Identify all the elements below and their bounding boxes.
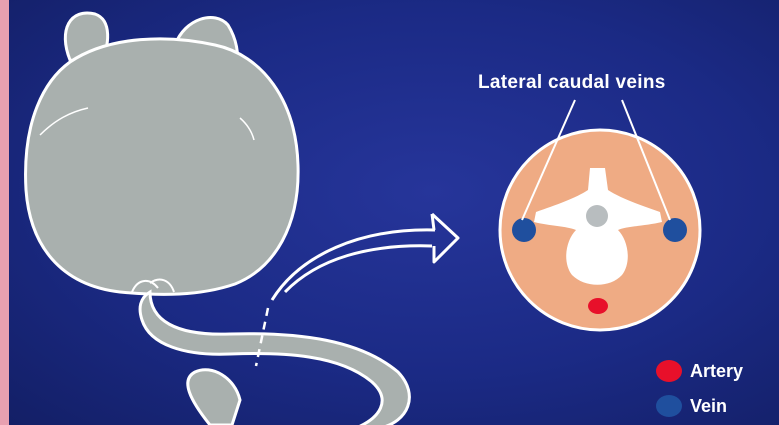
legend-label-vein: Vein [690, 396, 727, 417]
curved-arrow-icon [272, 214, 458, 300]
left-lateral-vein [512, 218, 536, 242]
mouse-tail-tip [188, 370, 240, 425]
right-lateral-vein [663, 218, 687, 242]
legend-item-vein: Vein [656, 395, 727, 417]
mouse-body [26, 39, 299, 295]
legend-label-artery: Artery [690, 361, 743, 382]
vein-swatch [656, 395, 682, 417]
cross-section-label: Lateral caudal veins [478, 72, 728, 94]
legend-item-artery: Artery [656, 360, 743, 382]
ventral-artery [588, 298, 608, 314]
mouse-tail [140, 292, 409, 425]
spinal-canal [586, 205, 608, 227]
tail-cross-section [500, 100, 700, 330]
artery-swatch [656, 360, 682, 382]
mouse-illustration [26, 13, 410, 425]
